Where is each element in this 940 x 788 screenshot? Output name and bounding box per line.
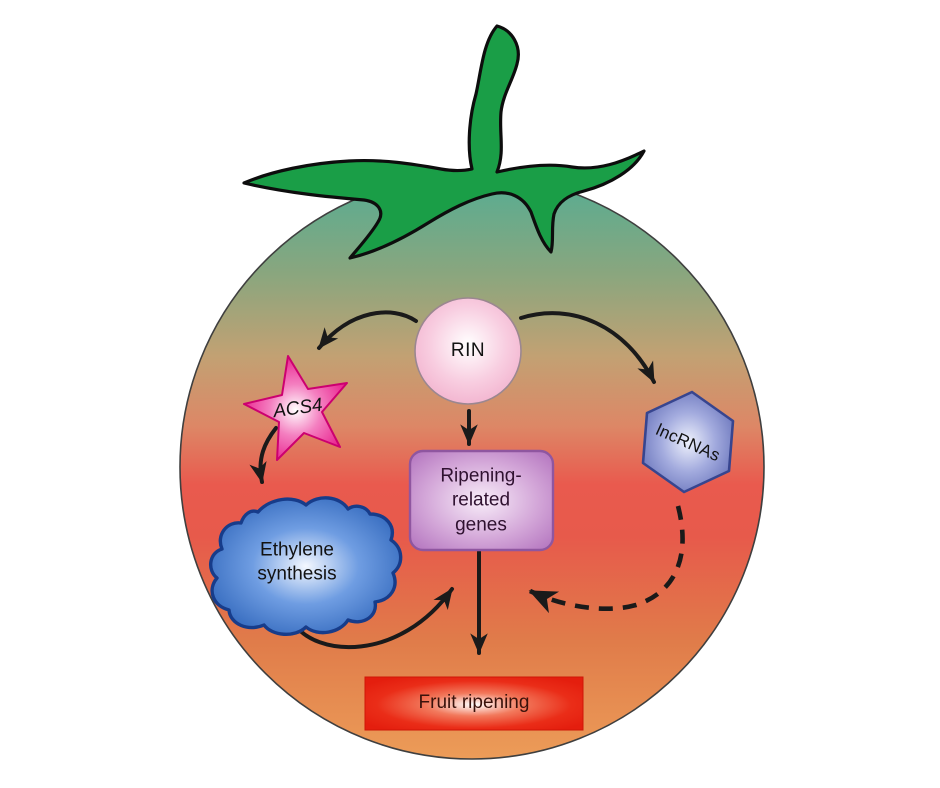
arrow-ethylene-to-genes (291, 587, 454, 649)
ripening-related-genes-label: Ripening- related genes (440, 465, 522, 536)
arrow-acs4-to-ethylene (249, 426, 278, 484)
ripening-related-genes-node (408, 449, 555, 552)
rin-label: RIN (450, 339, 486, 361)
acs4-node (243, 355, 348, 461)
tomato-stem (242, 24, 646, 260)
rin-node (414, 297, 522, 405)
ethylene-synthesis-label: Ethylene synthesis (257, 539, 337, 585)
arrow-lncrnas-to-genes-dashed (528, 505, 685, 614)
ethylene-synthesis-node (209, 496, 403, 636)
fruit-ripening-node (364, 676, 584, 731)
arrow-rin-to-lncrnas (519, 311, 656, 384)
lncrnas-node (641, 390, 735, 494)
fruit-ripening-label: Fruit ripening (418, 691, 530, 713)
arrow-rin-to-acs4 (317, 310, 418, 350)
